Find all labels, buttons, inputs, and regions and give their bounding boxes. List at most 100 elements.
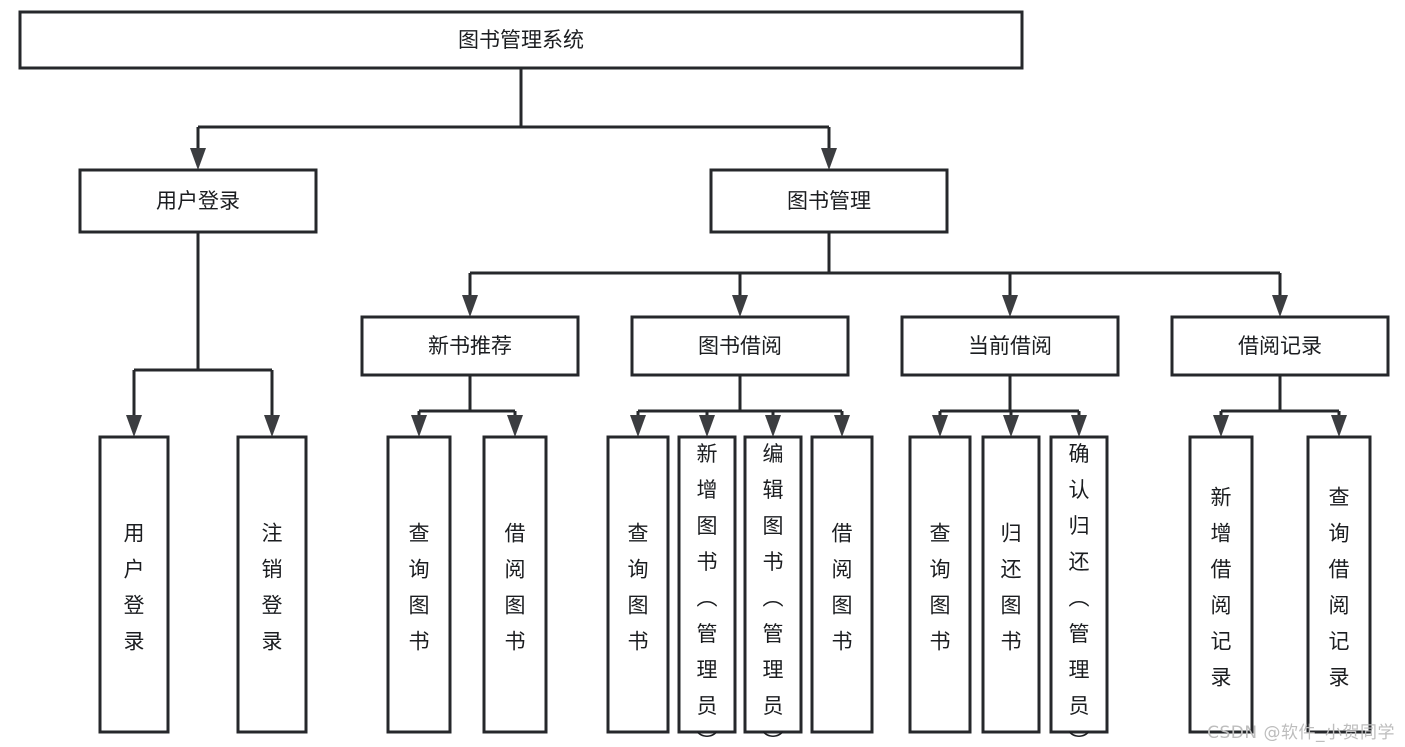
leaf-label-char: 图 — [763, 514, 784, 538]
leaf-label-char: 图 — [409, 594, 430, 618]
leaf-label-char: 阅 — [1329, 594, 1350, 618]
node-root-box[interactable] — [18, 10, 1024, 70]
leaf-add-borrow-record-box[interactable] — [1188, 435, 1254, 734]
node-current-borrow-box[interactable] — [900, 315, 1120, 377]
leaf-label-char: 阅 — [1211, 594, 1232, 618]
leaf-label-char: 户 — [124, 558, 145, 582]
leaf-label-char: 图 — [505, 594, 526, 618]
node-book-borrow[interactable]: 图书借阅 — [630, 315, 850, 377]
leaf-label-char: 登 — [124, 594, 145, 618]
node-borrow-record-label: 借阅记录 — [1238, 334, 1322, 358]
node-book-borrow-box[interactable] — [630, 315, 850, 377]
leaf-confirm-return-box[interactable] — [1049, 435, 1109, 734]
leaf-logout-login-box[interactable] — [236, 435, 308, 734]
leaf-label-char: 询 — [409, 558, 430, 582]
leaf-label-char: 确 — [1069, 442, 1090, 466]
leaf-label-char: 员 — [763, 694, 784, 718]
leaf-add-borrow-record[interactable] — [1188, 435, 1254, 734]
arrowhead-icon — [630, 415, 646, 437]
leaf-query-book-3[interactable] — [908, 435, 972, 734]
leaf-label-char: 查 — [409, 522, 430, 546]
leaf-confirm-return[interactable] — [1049, 435, 1109, 734]
node-root-system[interactable]: 图书管理系统 — [18, 10, 1024, 70]
leaf-logout-login[interactable] — [236, 435, 308, 734]
node-new-book-recommend[interactable]: 新书推荐 — [360, 315, 580, 377]
arrowhead-icon — [732, 295, 748, 317]
leaf-label-char: 录 — [1329, 666, 1350, 690]
leaf-edit-book-box[interactable] — [743, 435, 803, 734]
leaf-borrow-book-2[interactable] — [810, 435, 874, 734]
node-book-manage-box[interactable] — [709, 168, 949, 234]
leaf-query-book-2[interactable] — [606, 435, 670, 734]
leaf-label-char: 询 — [930, 558, 951, 582]
leaf-label-char: 员 — [697, 694, 718, 718]
leaf-add-book[interactable] — [677, 435, 737, 734]
arrowhead-icon — [1071, 415, 1087, 437]
leaf-label-char: ︵ — [697, 586, 718, 610]
leaf-label-char: 询 — [1329, 522, 1350, 546]
arrowhead-icon — [411, 415, 427, 437]
leaf-label-char: 管 — [763, 622, 784, 646]
arrowhead-icon — [1003, 415, 1019, 437]
leaf-query-borrow-record-box[interactable] — [1306, 435, 1372, 734]
arrowhead-icon — [821, 148, 837, 170]
node-user-login-box[interactable] — [78, 168, 318, 234]
leaf-label-char: 注 — [262, 522, 283, 546]
leaf-label-char: 辑 — [763, 478, 784, 502]
node-book-manage[interactable]: 图书管理 — [709, 168, 949, 234]
leaf-label-char: 理 — [1069, 658, 1090, 682]
leaf-label-char: ︶ — [697, 730, 718, 747]
node-new-book-recommend-box[interactable] — [360, 315, 580, 377]
node-current-borrow[interactable]: 当前借阅 — [900, 315, 1120, 377]
leaf-user-login-box[interactable] — [98, 435, 170, 734]
arrowhead-group — [126, 148, 1347, 437]
leaf-query-borrow-record[interactable] — [1306, 435, 1372, 734]
leaf-label-char: 查 — [930, 522, 951, 546]
leaf-query-book-2-box[interactable] — [606, 435, 670, 734]
leaf-label-char: 还 — [1069, 550, 1090, 574]
node-current-borrow-label: 当前借阅 — [968, 334, 1052, 358]
leaf-label-char: 理 — [763, 658, 784, 682]
arrowhead-icon — [834, 415, 850, 437]
arrowhead-icon — [1272, 295, 1288, 317]
leaf-label-char: 增 — [697, 478, 718, 502]
arrowhead-icon — [190, 148, 206, 170]
leaf-label-group: 用户登录注销登录查询图书借阅图书查询图书新增图书︵管理员︶编辑图书︵管理员︶借阅… — [124, 442, 1350, 747]
leaf-label-char: 销 — [262, 558, 283, 582]
arrowhead-icon — [765, 415, 781, 437]
leaf-user-login[interactable] — [98, 435, 170, 734]
leaf-query-book-1[interactable] — [386, 435, 452, 734]
leaf-label-char: 书 — [763, 550, 784, 574]
leaf-add-book-box[interactable] — [677, 435, 737, 734]
leaf-label-char: 图 — [628, 594, 649, 618]
leaf-label-char: 员 — [1069, 694, 1090, 718]
leaf-label-char: 图 — [1001, 594, 1022, 618]
arrowhead-icon — [264, 415, 280, 437]
leaf-query-book-1-box[interactable] — [386, 435, 452, 734]
leaf-borrow-book-1[interactable] — [482, 435, 548, 734]
leaf-borrow-book-1-box[interactable] — [482, 435, 548, 734]
leaf-label-char: 书 — [832, 630, 853, 654]
node-borrow-record[interactable]: 借阅记录 — [1170, 315, 1390, 377]
leaf-label-char: 借 — [1211, 558, 1232, 582]
leaf-query-book-3-box[interactable] — [908, 435, 972, 734]
arrowhead-icon — [1331, 415, 1347, 437]
leaf-return-book[interactable] — [981, 435, 1041, 734]
leaf-return-book-box[interactable] — [981, 435, 1041, 734]
node-borrow-record-box[interactable] — [1170, 315, 1390, 377]
leaf-label-char: 录 — [262, 630, 283, 654]
node-user-login[interactable]: 用户登录 — [78, 168, 318, 234]
leaf-label-char: 书 — [628, 630, 649, 654]
leaf-label-char: 借 — [1329, 558, 1350, 582]
leaf-borrow-book-2-box[interactable] — [810, 435, 874, 734]
leaf-label-char: 记 — [1211, 630, 1232, 654]
leaf-edit-book[interactable] — [743, 435, 803, 734]
leaf-label-char: 增 — [1211, 522, 1232, 546]
